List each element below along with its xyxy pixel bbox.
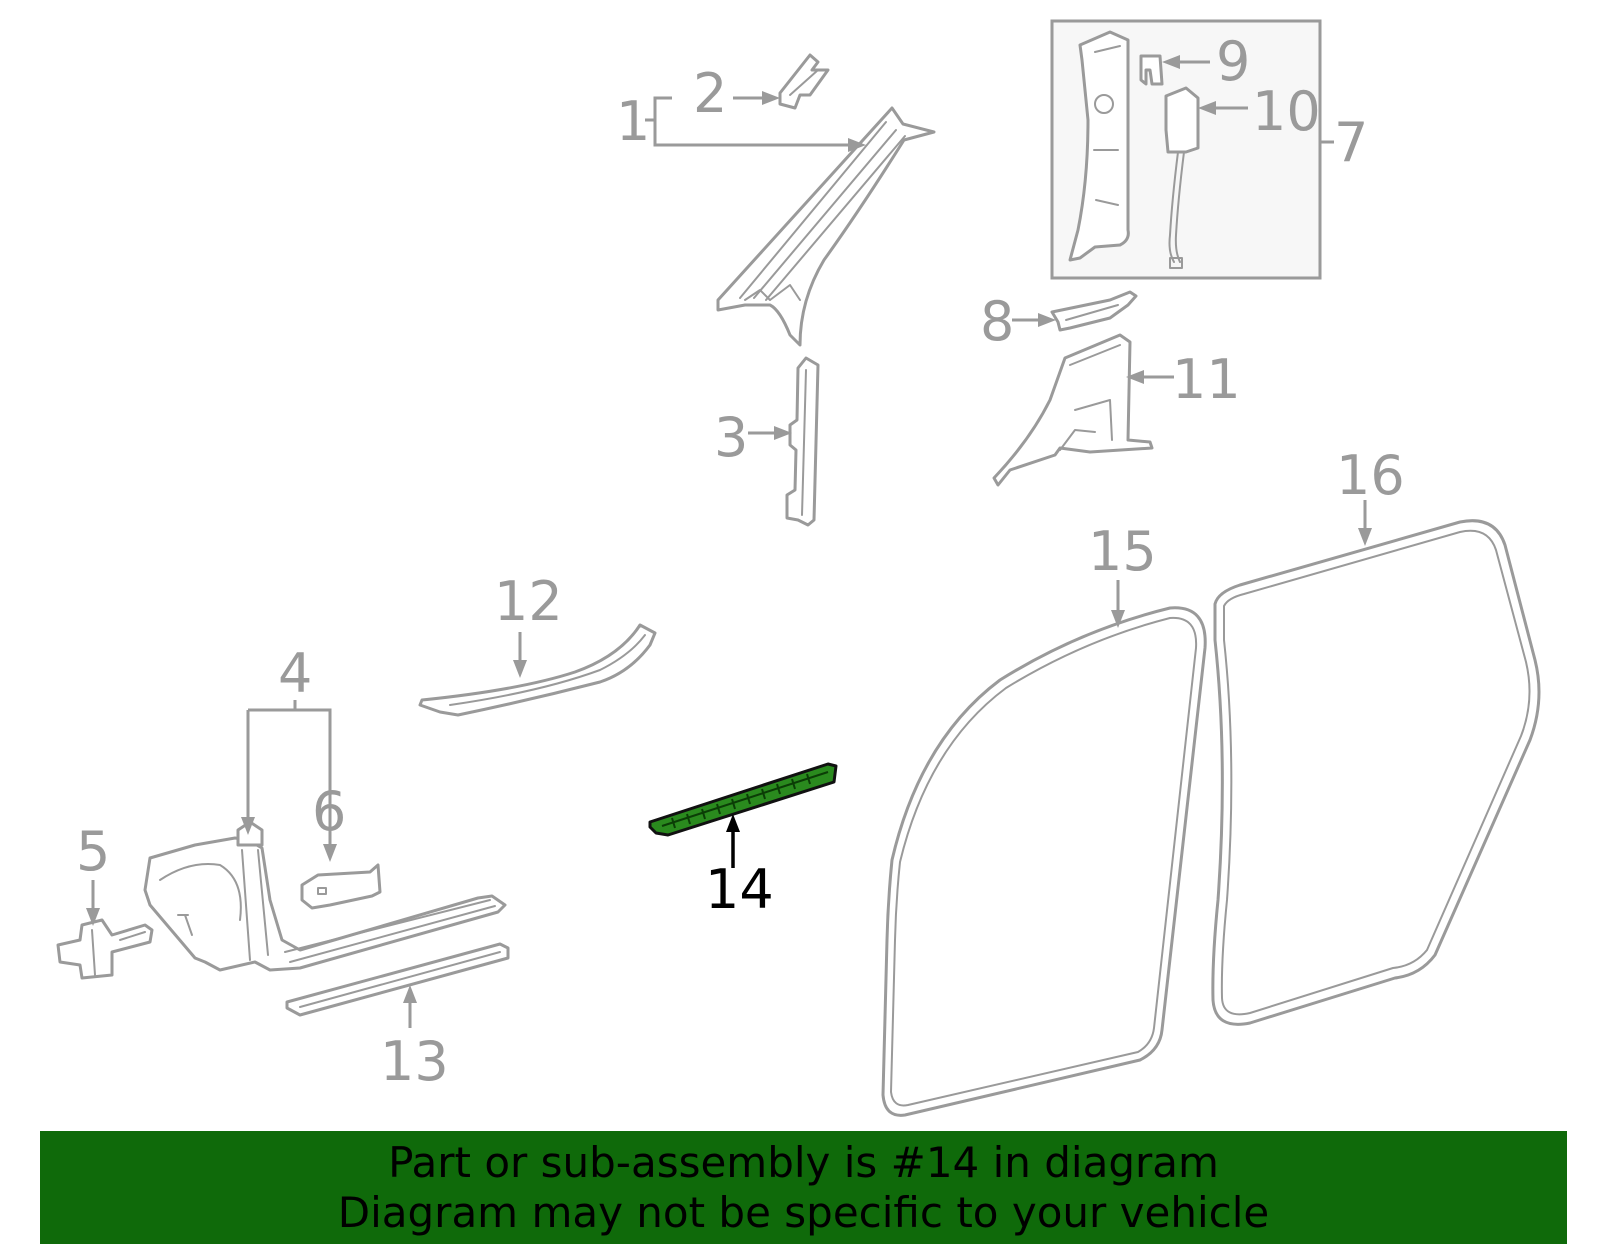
- callout-10: 10: [1252, 80, 1321, 143]
- part-14-highlighted-scuff-plate[interactable]: [648, 762, 838, 837]
- leader-8: [1012, 313, 1056, 327]
- part-3-retainer[interactable]: [785, 356, 820, 527]
- part-11-pillar-lower-trim[interactable]: [992, 333, 1154, 487]
- leader-4: [241, 700, 337, 862]
- callout-7: 7: [1334, 111, 1368, 174]
- part-13-step-plate[interactable]: [285, 942, 510, 1017]
- callout-12: 12: [494, 570, 563, 633]
- callout-16: 16: [1336, 444, 1405, 507]
- callout-6: 6: [312, 780, 346, 843]
- info-banner: Part or sub-assembly is #14 in diagram D…: [40, 1131, 1567, 1244]
- banner-line-1: Part or sub-assembly is #14 in diagram: [388, 1137, 1219, 1187]
- part-5-clip[interactable]: [56, 918, 154, 980]
- leader-3: [748, 426, 792, 440]
- part-16-rear-door-weatherstrip[interactable]: [1211, 519, 1541, 1026]
- leader-10: [1198, 101, 1248, 115]
- part-6-plate[interactable]: [300, 863, 382, 910]
- leader-15: [1111, 580, 1125, 628]
- callout-8: 8: [980, 290, 1014, 353]
- callout-5: 5: [76, 820, 110, 883]
- leader-12: [513, 632, 527, 678]
- part-12-scuff-plate[interactable]: [418, 623, 657, 717]
- callout-15: 15: [1088, 520, 1157, 583]
- part-8-bracket[interactable]: [1050, 290, 1138, 332]
- leader-13: [403, 985, 417, 1028]
- callout-4: 4: [278, 642, 312, 705]
- leader-2: [733, 91, 780, 105]
- leader-16: [1358, 500, 1372, 546]
- banner-line-2: Diagram may not be specific to your vehi…: [337, 1187, 1270, 1237]
- part-4-kick-panel-assembly[interactable]: [143, 820, 507, 972]
- part-7-b-pillar-trim[interactable]: [1068, 30, 1130, 262]
- part-15-front-door-weatherstrip[interactable]: [881, 606, 1207, 1117]
- leader-9: [1162, 55, 1210, 69]
- leader-14: [726, 814, 740, 868]
- part-9-clip[interactable]: [1139, 54, 1164, 86]
- callout-14: 14: [705, 858, 774, 921]
- part-10-sensor-harness[interactable]: [1164, 86, 1200, 269]
- callout-1: 1: [616, 90, 650, 153]
- callout-3: 3: [714, 406, 748, 469]
- callout-2: 2: [693, 62, 727, 125]
- leader-1: [645, 96, 866, 152]
- leader-5: [86, 880, 100, 926]
- part-2-clip[interactable]: [778, 53, 830, 110]
- part-1-pillar-garnish[interactable]: [716, 106, 936, 347]
- leader-11: [1126, 370, 1174, 384]
- callout-9: 9: [1216, 30, 1250, 93]
- callout-13: 13: [380, 1030, 449, 1093]
- callout-11: 11: [1172, 348, 1241, 411]
